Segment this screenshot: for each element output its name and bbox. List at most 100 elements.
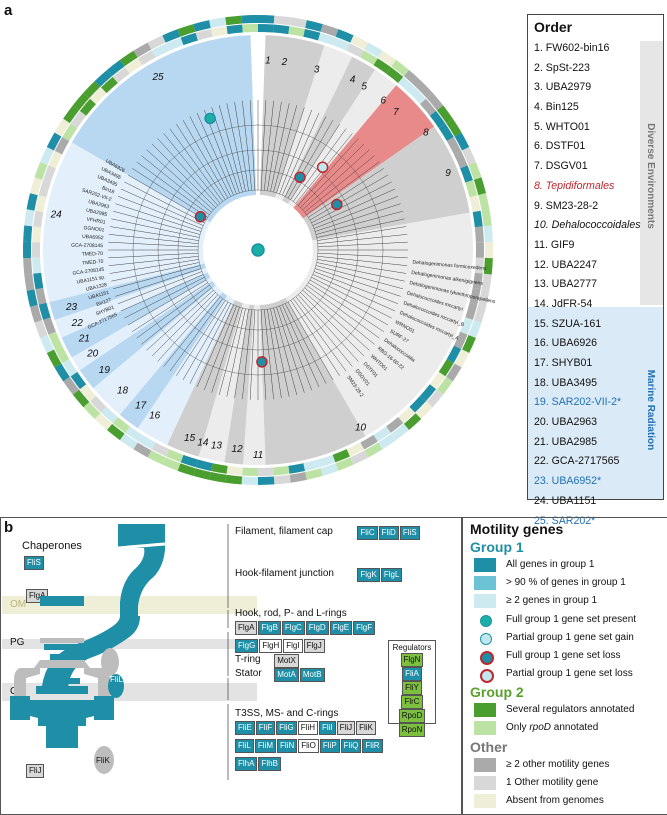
group1-title: Group 1 [470,539,524,555]
tree-branch [117,196,203,229]
motility-title: Motility genes [470,521,564,537]
gene-ring-b [415,80,433,99]
node-marker [316,161,329,174]
tree-branch [163,133,221,204]
component-label: Hook-filament junction [235,568,334,579]
gene-ring-b [193,20,211,32]
tree-branch [157,138,219,206]
flil-label: FliL [110,675,123,684]
flik-oval [94,746,114,774]
gene-ring-a [465,302,478,320]
tree-branch [211,306,240,393]
marine-radiation-label: Marine Radiation [645,369,656,451]
gene-ring-b [29,304,43,323]
gene-ring-b [320,24,339,37]
tree-branch [146,149,214,211]
tree-branch [234,101,249,191]
tree-branch [151,143,216,208]
gene-ring-a [62,123,78,141]
gene-ring-b [209,472,227,483]
gene-ring-a [460,317,473,335]
order-item: 22. GCA-2717565 [534,455,620,468]
clade-sector [287,69,397,208]
tree-branch [287,301,334,381]
component-label: Stator [235,668,262,679]
gene-ring-b [478,193,490,211]
tree-branch [242,100,252,191]
gene-ring-b [473,177,487,196]
gene-ring-a [79,384,96,402]
tree-branch [169,298,223,372]
g2-item-rpod: Only rpoD annotated [506,722,598,733]
flij-protein: FliJ [26,764,45,778]
clade-sector [137,295,235,445]
gene-box: FlgH [259,639,283,653]
gene-ring-b [72,389,90,408]
order-item: 16. UBA6926 [534,337,598,350]
gene-ring-a [195,459,213,472]
tree-branch [127,174,207,221]
tip-label: Bin18 [101,185,115,195]
chaperone-flis: FliS [24,556,44,570]
gene-ring-b [133,442,152,458]
tree-branch [302,149,370,211]
gene-box: FliE [235,721,255,735]
gene-ring-a [242,467,258,476]
order-item: 15. SZUA-161 [534,317,602,330]
order-item: 5. WHTO01 [534,120,590,133]
tree-branch [293,298,347,372]
gene-ring-a [33,272,44,290]
gene-ring-b [225,15,243,26]
gene-box: FliO [298,739,319,753]
om-label: OM [10,599,27,610]
gene-ring-a [373,426,391,442]
tree-branch [163,296,221,367]
gene-ring-a [90,395,107,413]
tree-branch [315,265,403,290]
node-marker [251,243,265,257]
gene-box: FliS [399,526,420,540]
clade-sector [61,272,211,358]
gene-ring-b [473,304,487,323]
gene-ring-b [225,474,243,485]
gene-ring-a [38,180,51,198]
gene-ring-b [106,423,125,441]
gene-ring-a [273,24,290,35]
tip-label: UBA2985 [85,208,107,219]
order-item: 2. SpSt-223 [534,61,590,74]
gene-ring-b [209,17,227,28]
gene-ring-b [364,442,383,458]
order-item: 1. FW602-bin16 [534,42,610,54]
tree-branch [306,285,380,339]
t-ring [34,660,90,668]
tree-branch [127,279,207,326]
order-item: 23. UBA6952* [534,475,602,488]
gene-ring-b [478,289,490,307]
tree-branch [109,259,199,274]
gene-box: FliN [277,739,298,753]
gene-ring-a [446,345,462,363]
tree-branch [290,124,340,200]
dot-partial-gain [480,633,492,645]
tip-label: UBA1328 [85,282,107,293]
rpod-word: rpoD [529,722,552,733]
order-item: 9. SM23-28-2 [534,199,599,212]
tree-branch [182,119,229,199]
clade-number: 5 [361,81,367,92]
tree-branch [308,282,384,332]
gene-ring-b [462,146,476,165]
gene-ring-a [62,359,78,377]
order-item: 7. DSGV01 [534,160,588,173]
tree-branch [260,309,267,400]
clade-number: 21 [78,334,90,345]
gene-ring-b [241,15,258,24]
gene-ring-a [420,384,437,402]
gene-ring-a [211,463,228,474]
component-label: T-ring [235,654,261,665]
gene-ring-a [151,43,170,58]
tree-branch [115,268,202,297]
